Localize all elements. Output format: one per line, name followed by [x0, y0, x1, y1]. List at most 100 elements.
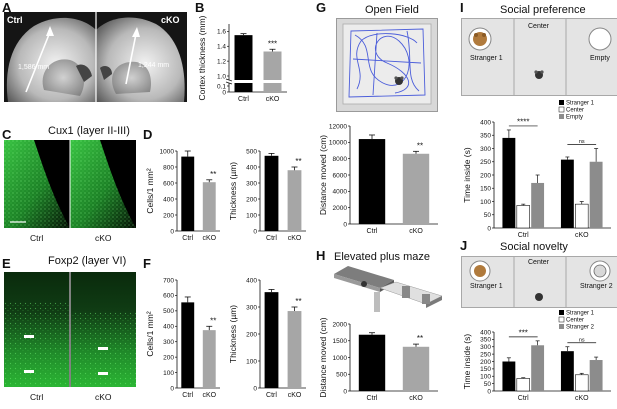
y-tick-label: 50	[484, 212, 492, 219]
y-tick-label: 0	[343, 388, 347, 395]
panel-e-title: Foxp2 (layer VI)	[48, 255, 127, 267]
open-field-drawing	[342, 23, 432, 105]
bar	[287, 311, 302, 388]
legend-swatch	[559, 100, 564, 105]
y-tick-label: 4000	[333, 189, 348, 196]
x-tick-label: cKO	[288, 235, 302, 242]
y-tick-label: 200	[246, 196, 257, 203]
legend-label: Stranger 1	[566, 101, 595, 107]
panel-j-title: Social novelty	[500, 241, 568, 253]
ctrl-thickness-measure: 1,586 mm	[18, 64, 50, 71]
y-tick-label: 12000	[329, 123, 347, 130]
y-tick-label: 1000	[333, 355, 348, 362]
legend-label: Stranger 1	[566, 311, 595, 317]
y-axis-label: Thickness (µm)	[228, 162, 238, 220]
significance-mark: **	[295, 297, 301, 306]
y-tick-label: 0	[343, 221, 347, 228]
panel-letter-b: B	[195, 0, 205, 15]
panel-c-title: Cux1 (layer II-III)	[48, 125, 130, 137]
y-axis-label: Cortex thickness (mm)	[197, 15, 207, 100]
y-tick-label: 400	[163, 196, 174, 203]
y-tick-label: 700	[163, 277, 174, 284]
x-tick-label: Ctrl	[266, 235, 277, 242]
bar	[202, 182, 216, 231]
y-tick-label: 200	[480, 359, 491, 366]
y-tick-label: 200	[246, 331, 257, 338]
bar	[531, 345, 545, 391]
brain-section-image: Ctrl cKO 1,586 mm 1,244 mm	[4, 12, 187, 102]
panel-letter-e: E	[2, 256, 11, 271]
y-tick-label: 0	[253, 228, 257, 235]
y-tick-label: 500	[246, 148, 257, 155]
legend-label: Empty	[566, 115, 583, 121]
bar	[560, 351, 574, 391]
legend-label: Stranger 2	[566, 325, 595, 331]
stranger1-label: Stranger 1	[470, 55, 503, 62]
bar	[202, 330, 216, 388]
y-axis-label: Time inside (s)	[462, 334, 472, 390]
x-tick-label: cKO	[202, 392, 216, 399]
panel-letter-f: F	[143, 256, 151, 271]
bar	[589, 161, 603, 228]
panel-c-left-label: Ctrl	[30, 233, 44, 243]
x-tick-label: Ctrl	[182, 235, 193, 242]
x-tick-label: Ctrl	[238, 96, 249, 103]
brain-section-drawing	[4, 12, 187, 102]
y-tick-label: 100	[246, 212, 257, 219]
y-tick-label: 200	[480, 172, 491, 179]
legend-swatch	[559, 310, 564, 315]
axis-break-gap	[226, 80, 287, 83]
bar	[181, 156, 195, 231]
bar-break-gap	[263, 80, 282, 83]
panel-h-title: Elevated plus maze	[334, 251, 430, 263]
x-tick-label: cKO	[575, 232, 589, 239]
significance-mark: **	[210, 170, 216, 179]
y-tick-label: 0	[170, 228, 174, 235]
y-tick-label: 0	[253, 385, 257, 392]
x-tick-label: cKO	[288, 392, 302, 399]
y-tick-label: 250	[480, 159, 491, 166]
y-tick-label: 600	[163, 293, 174, 300]
y-tick-label: 1.4	[217, 44, 226, 51]
y-tick-label: 300	[246, 180, 257, 187]
y-tick-label: 1.6	[217, 29, 226, 36]
panel-g-title: Open Field	[365, 4, 419, 16]
panel-letter-d: D	[143, 127, 153, 142]
y-tick-label: 400	[246, 277, 257, 284]
y-tick-label: 100	[246, 358, 257, 365]
stranger2-label: Stranger 2	[580, 283, 613, 290]
legend-swatch	[558, 106, 565, 113]
bar	[560, 159, 574, 228]
y-tick-label: 400	[480, 119, 491, 126]
cux1-staining-drawing	[4, 140, 136, 228]
cko-label: cKO	[161, 15, 180, 25]
bar	[516, 205, 530, 229]
significance-mark: **	[295, 157, 301, 166]
panel-letter-i: I	[460, 0, 464, 15]
y-tick-label: 2000	[333, 321, 348, 328]
y-tick-label: 300	[480, 146, 491, 153]
y-tick-label: 100	[480, 199, 491, 206]
maze-svg	[334, 266, 443, 312]
y-tick-label: 0.1	[217, 83, 226, 90]
y-tick-label: 0	[487, 388, 491, 395]
cko-thickness-measure: 1,244 mm	[138, 62, 170, 69]
y-tick-label: 400	[480, 329, 491, 336]
ctrl-label: Ctrl	[7, 15, 23, 25]
y-tick-label: 6000	[333, 172, 348, 179]
y-tick-label: 200	[163, 212, 174, 219]
significance-mark: **	[417, 141, 423, 150]
y-tick-label: 1.2	[217, 58, 226, 65]
y-axis-label: Time inside (s)	[462, 147, 472, 203]
bar	[575, 203, 589, 229]
panel-e-right-label: cKO	[95, 392, 112, 402]
y-tick-label: 100	[480, 374, 491, 381]
bar	[181, 302, 195, 388]
foxp2-staining-image	[4, 272, 136, 387]
bar	[287, 170, 302, 231]
panel-letter-c: C	[2, 127, 12, 142]
x-tick-label: cKO	[202, 235, 216, 242]
foxp2-staining-drawing	[4, 272, 136, 387]
